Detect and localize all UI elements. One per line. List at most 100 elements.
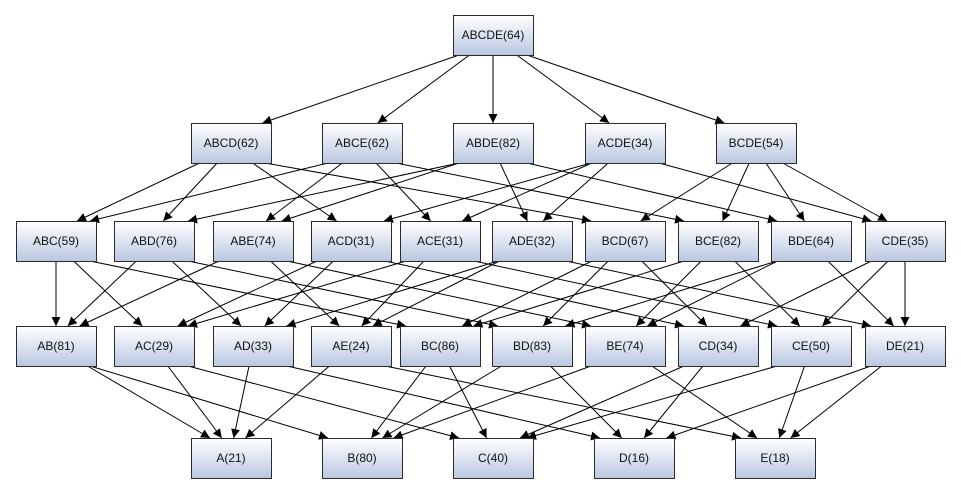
edge-bcde-cde — [782, 162, 888, 222]
node-box — [191, 123, 272, 164]
node-box — [585, 123, 666, 164]
node-label: D(16) — [619, 451, 649, 465]
edge-ad-d — [286, 365, 601, 441]
edge-bde-de — [827, 260, 895, 327]
node-box — [678, 326, 759, 367]
node-acde: ACDE(34) — [585, 123, 666, 164]
node-label: ABCDE(64) — [462, 28, 525, 42]
node-abce: ABCE(62) — [322, 123, 403, 164]
node-bcd: BCD(67) — [585, 221, 666, 262]
node-ab: AB(81) — [16, 326, 97, 367]
node-box — [453, 123, 534, 164]
node-ce: CE(50) — [771, 326, 852, 367]
node-box — [322, 438, 403, 479]
node-ac: AC(29) — [114, 326, 195, 367]
node-label: ABC(59) — [33, 234, 79, 248]
node-label: BCD(67) — [602, 234, 649, 248]
node-label: BCDE(54) — [729, 136, 784, 150]
edge-ade-ad — [286, 260, 499, 328]
edge-abce-bce — [395, 162, 685, 224]
edge-abcd-bcd — [264, 162, 592, 224]
edge-bd-b — [382, 365, 502, 439]
edge-acde-acd — [383, 162, 592, 223]
node-bde: BDE(64) — [771, 221, 852, 262]
edge-abcde-abce — [377, 54, 470, 124]
node-abc: ABC(59) — [16, 221, 97, 262]
node-d: D(16) — [594, 438, 675, 479]
edge-abc-ac — [73, 260, 143, 327]
edges-layer — [51, 54, 910, 441]
node-box — [771, 326, 852, 367]
node-box — [213, 221, 294, 262]
node-e: E(18) — [735, 438, 816, 479]
node-ade: ADE(32) — [492, 221, 573, 262]
node-abcde: ABCDE(64) — [453, 15, 534, 56]
node-box — [492, 326, 573, 367]
edge-cde-ce — [821, 260, 889, 327]
edge-ab-a — [87, 365, 211, 439]
node-bce: BCE(82) — [678, 221, 759, 262]
node-label: E(18) — [760, 451, 789, 465]
edge-abe-be — [286, 260, 592, 329]
edge-abcde-abcd — [262, 54, 460, 125]
node-box — [585, 221, 666, 262]
edge-ae-e — [384, 365, 742, 441]
node-b: B(80) — [322, 438, 403, 479]
edge-abe-ae — [270, 260, 340, 327]
edge-ce-e — [778, 365, 805, 439]
edge-bcd-bc — [461, 260, 592, 327]
edge-de-d — [666, 365, 872, 440]
edge-acde-ade — [542, 162, 609, 222]
node-cd: CD(34) — [678, 326, 759, 367]
node-box — [311, 221, 392, 262]
node-label: ADE(32) — [509, 234, 555, 248]
edge-abce-abc — [89, 162, 329, 224]
edge-bde-bd — [565, 260, 778, 328]
edge-acde-ace — [461, 162, 592, 222]
node-box — [585, 326, 666, 367]
node-label: CE(50) — [792, 339, 830, 353]
node-bcde: BCDE(54) — [716, 123, 797, 164]
node-c: C(40) — [453, 438, 534, 479]
node-box — [400, 221, 481, 262]
node-ad: AD(33) — [213, 326, 294, 367]
node-box — [716, 123, 797, 164]
edge-ace-ac — [187, 260, 407, 328]
node-box — [771, 221, 852, 262]
node-box — [865, 326, 946, 367]
edge-abd-ad — [171, 260, 242, 327]
edge-bce-ce — [734, 260, 801, 327]
edge-acd-cd — [384, 260, 685, 329]
node-cde: CDE(35) — [865, 221, 946, 262]
node-de: DE(21) — [865, 326, 946, 367]
node-box — [453, 438, 534, 479]
edge-cde-cd — [740, 260, 872, 327]
node-abd: ABD(76) — [114, 221, 195, 262]
edge-ac-c — [187, 365, 460, 441]
node-label: ABCD(62) — [204, 136, 259, 150]
node-label: ACD(31) — [328, 234, 375, 248]
edge-bcde-bcd — [640, 162, 733, 222]
edge-abcd-acd — [252, 162, 337, 222]
node-label: ABCE(62) — [335, 136, 389, 150]
edge-bce-be — [635, 260, 702, 327]
node-box — [735, 438, 816, 479]
edge-cd-d — [643, 365, 704, 439]
node-label: BE(74) — [606, 339, 643, 353]
node-label: AC(29) — [135, 339, 173, 353]
node-box — [492, 221, 573, 262]
node-label: CD(34) — [699, 339, 738, 353]
node-label: BCE(82) — [695, 234, 741, 248]
edge-acde-cde — [658, 162, 872, 223]
edge-abe-ab — [79, 260, 220, 327]
node-abe: ABE(74) — [213, 221, 294, 262]
edge-ace-ce — [473, 260, 778, 329]
node-be: BE(74) — [585, 326, 666, 367]
node-box — [16, 326, 97, 367]
edge-ade-ae — [372, 260, 500, 327]
edge-abcd-abc — [76, 162, 200, 222]
node-bc: BC(86) — [400, 326, 481, 367]
node-label: ACE(31) — [417, 234, 463, 248]
edge-de-e — [790, 365, 882, 439]
node-label: ABE(74) — [230, 234, 275, 248]
